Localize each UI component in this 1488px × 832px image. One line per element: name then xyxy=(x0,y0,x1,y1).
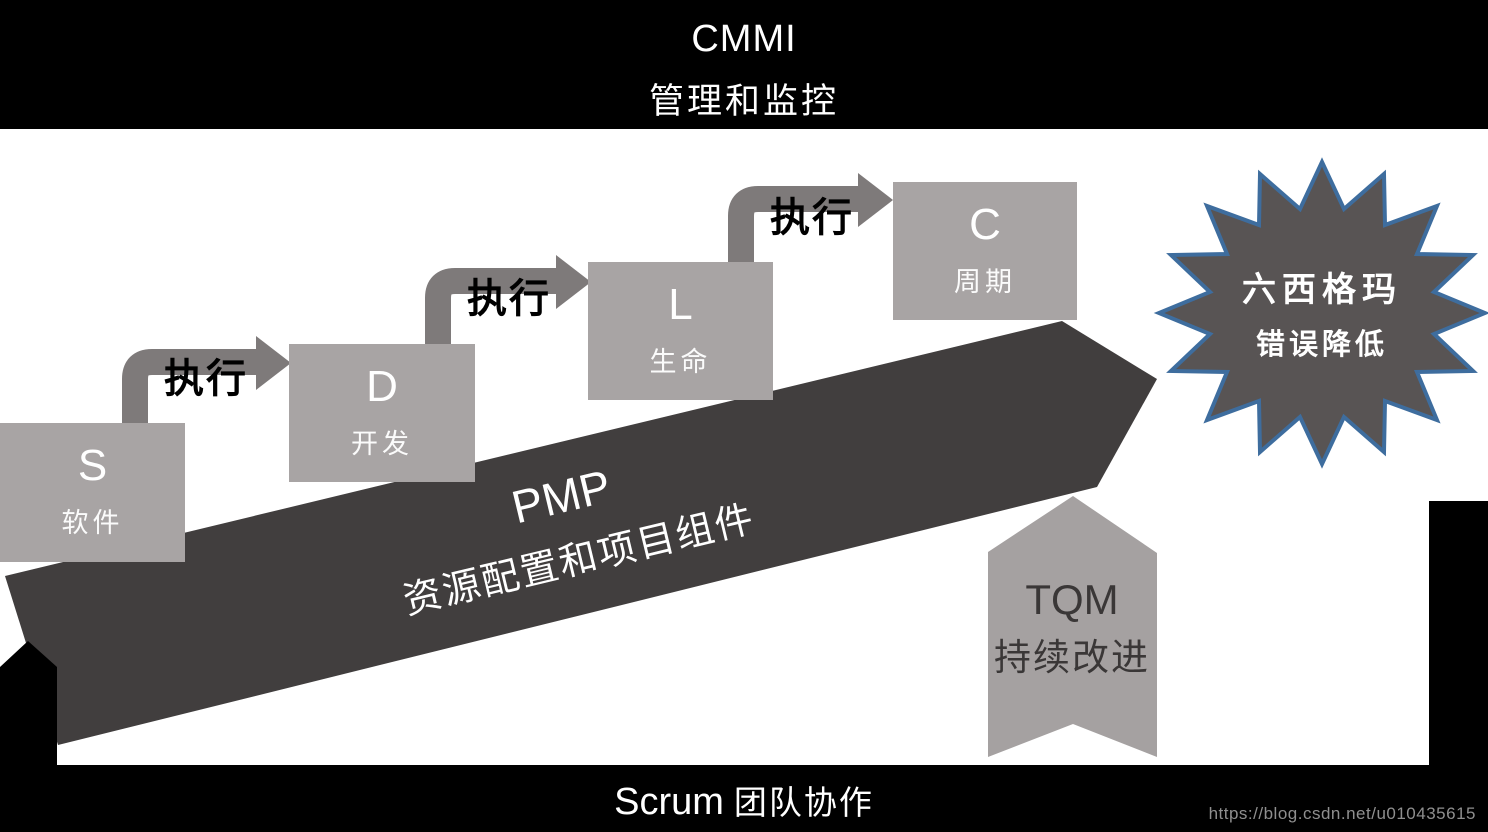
stage-label-life: 生命 xyxy=(649,347,712,378)
stage-letter-l: L xyxy=(668,280,693,329)
header-bar: CMMI 管理和监控 xyxy=(0,0,1488,129)
exec-label-3: 执行 xyxy=(770,194,854,241)
exec-label-1: 执行 xyxy=(164,355,248,402)
header-subtitle: 管理和监控 xyxy=(648,82,839,122)
exec-arrow-2-head xyxy=(556,255,591,309)
exec-arrow-1-line xyxy=(122,349,256,424)
exec-arrow-1-head xyxy=(256,336,291,390)
stage-box-cycle: C 周期 xyxy=(893,182,1077,320)
footer-title: Scrum xyxy=(614,781,724,823)
tqm-title: TQM xyxy=(1025,576,1118,623)
stage-letter-c: C xyxy=(969,200,1001,249)
stage-box-life: L 生命 xyxy=(588,262,773,400)
stage-label-software: 软件 xyxy=(61,508,124,539)
stage-box-software: S 软件 xyxy=(0,423,185,562)
exec-arrow-3 xyxy=(728,173,893,263)
stage-letter-s: S xyxy=(77,441,108,490)
exec-arrow-2 xyxy=(425,255,591,345)
six-sigma-title: 六西格玛 xyxy=(1242,270,1402,310)
tqm-ribbon xyxy=(988,496,1157,757)
exec-arrow-3-line xyxy=(728,186,858,263)
exec-label-2: 执行 xyxy=(467,275,551,322)
six-sigma-star xyxy=(1153,157,1488,469)
watermark-url: https://blog.csdn.net/u010435615 xyxy=(1208,804,1476,823)
stage-label-cycle: 周期 xyxy=(954,267,1016,298)
stage-box-development: D 开发 xyxy=(289,344,475,482)
exec-arrow-1 xyxy=(122,336,291,424)
exec-arrow-3-head xyxy=(858,173,893,227)
stage-letter-d: D xyxy=(366,362,398,411)
six-sigma-subtitle: 错误降低 xyxy=(1256,327,1388,361)
pmp-arrow-shape xyxy=(5,321,1157,745)
exec-arrow-2-line xyxy=(425,268,556,345)
footer-subtitle: 团队协作 xyxy=(733,783,874,822)
header-title: CMMI xyxy=(691,18,797,60)
tqm-subtitle: 持续改进 xyxy=(994,636,1150,679)
stage-label-development: 开发 xyxy=(351,429,413,460)
